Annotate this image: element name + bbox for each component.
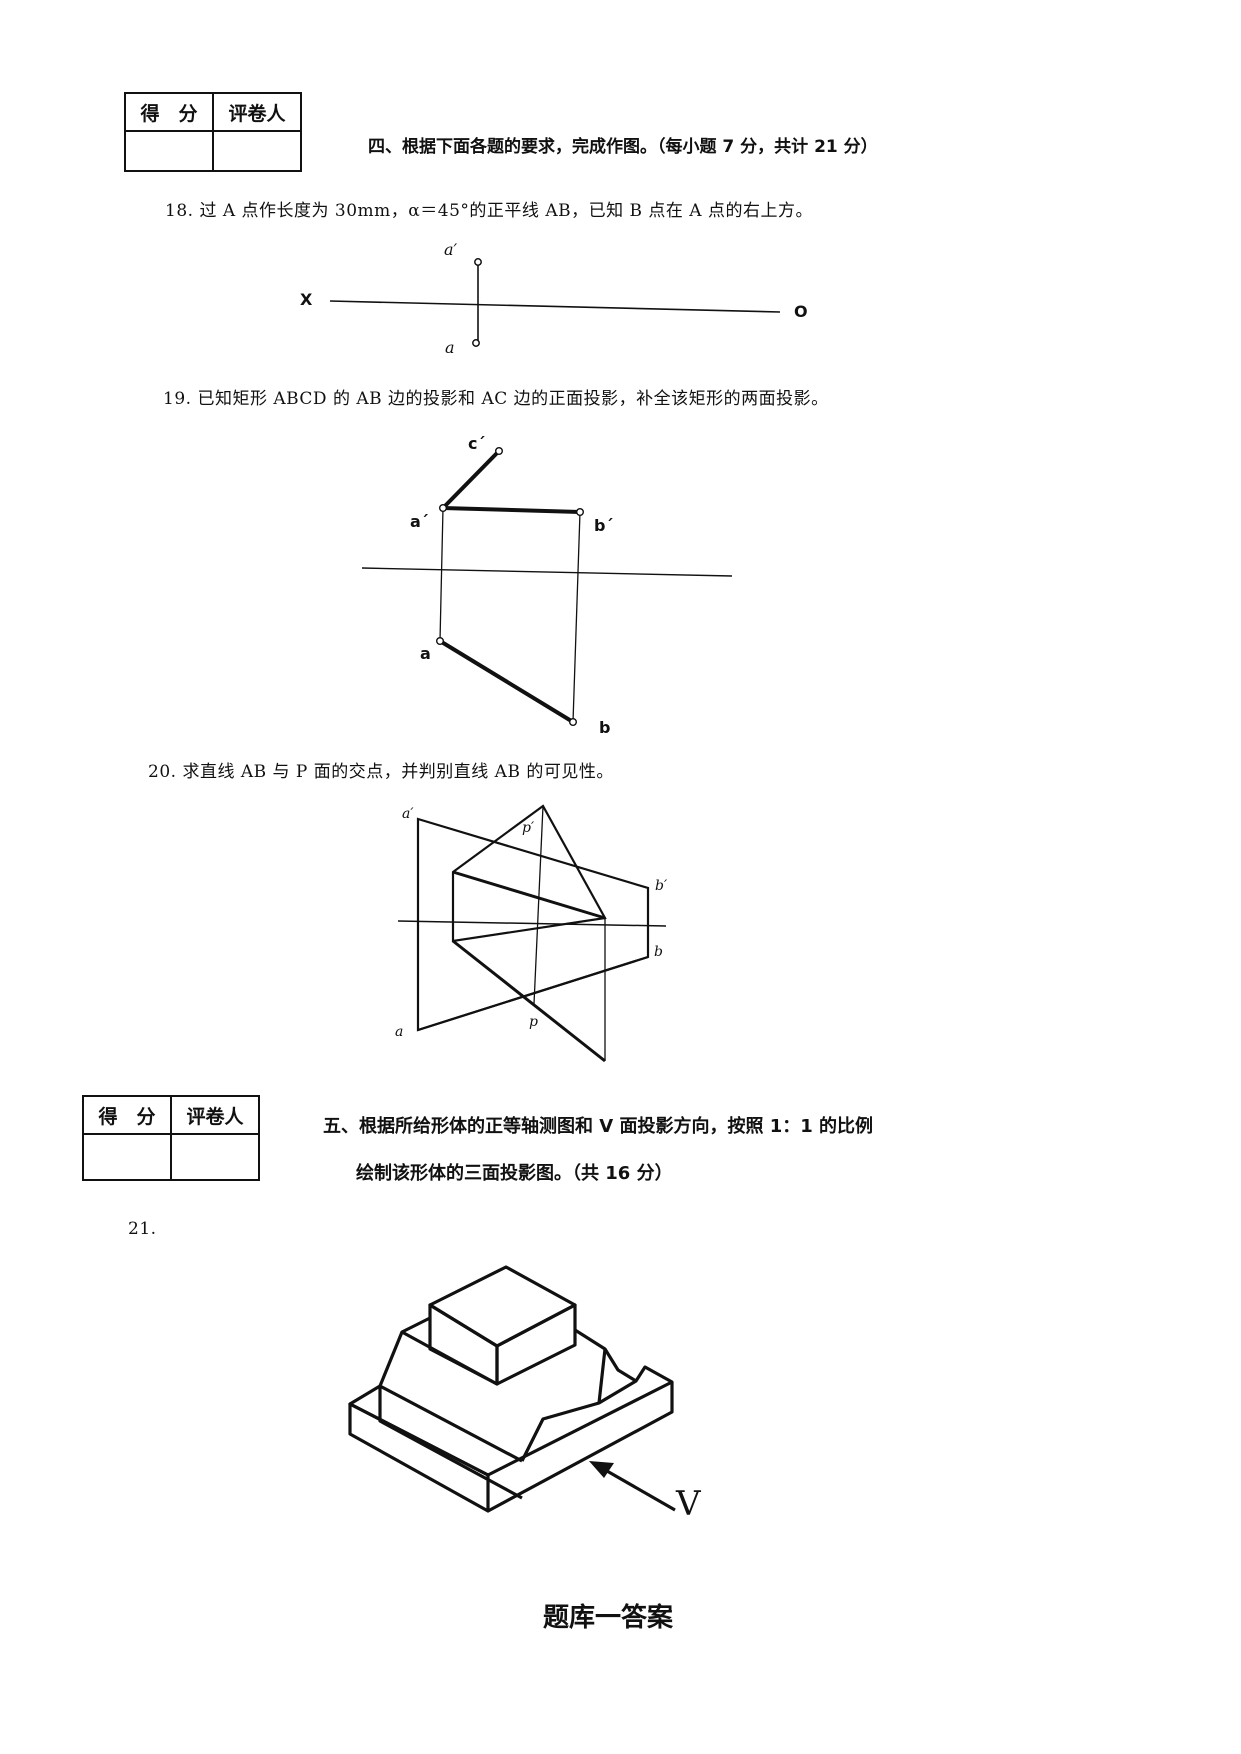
label-a: a <box>420 644 431 663</box>
axis-line <box>397 920 667 927</box>
step-front-edge <box>378 1386 523 1500</box>
line-ab-top <box>452 939 606 1063</box>
question-21-number: 21. <box>128 1219 157 1239</box>
label-c-prime: c´ <box>468 434 486 453</box>
link-b <box>572 511 581 723</box>
point-b <box>569 718 578 727</box>
grader-cell <box>170 1133 260 1181</box>
base-corner-edge <box>487 1380 673 1477</box>
label-x: X <box>300 290 313 309</box>
point-c-prime <box>495 447 504 456</box>
xo-axis-line <box>329 300 781 313</box>
grader-header: 评卷人 <box>170 1095 260 1135</box>
middle-step-slope <box>520 1348 607 1462</box>
v-direction-arrow-shaft <box>599 1465 676 1512</box>
label-b: b <box>654 944 663 960</box>
section-5-line-2: 绘制该形体的三面投影图。（共 16 分） <box>356 1163 673 1184</box>
line-ab-long <box>417 955 649 1032</box>
point-a <box>436 637 445 646</box>
axis-line <box>361 567 733 577</box>
label-a: a <box>445 338 455 357</box>
score-cell <box>124 130 214 172</box>
cube-right-face <box>495 1303 577 1386</box>
cube-front-face <box>428 1303 499 1386</box>
middle-tier-outline <box>378 1316 523 1463</box>
line-a-b-prime <box>442 506 581 514</box>
v-direction-arrowhead <box>589 1461 614 1478</box>
label-a-prime: a′ <box>402 806 414 822</box>
grader-header: 评卷人 <box>212 92 302 132</box>
label-o: O <box>794 302 808 321</box>
label-b: b <box>599 718 611 737</box>
point-a-prime <box>474 258 482 266</box>
base-front-face <box>348 1402 490 1513</box>
point-a <box>472 339 480 347</box>
question-19-text: 19. 已知矩形 ABCD 的 AB 边的投影和 AC 边的正面投影，补全该矩形… <box>163 389 829 409</box>
score-cell <box>82 1133 172 1181</box>
point-b-prime <box>576 508 585 517</box>
question-20-text: 20. 求直线 AB 与 P 面的交点，并判别直线 AB 的可见性。 <box>148 762 614 782</box>
score-table-1: 得 分 评卷人 <box>124 92 302 172</box>
label-a: a <box>395 1024 404 1040</box>
line-a-c-prime <box>441 449 501 510</box>
score-header: 得 分 <box>124 92 214 132</box>
cube-top-face <box>428 1265 577 1348</box>
line-a-b <box>438 639 575 724</box>
grader-cell <box>212 130 302 172</box>
middle-tier-top <box>401 1330 498 1386</box>
label-b-prime: b´ <box>594 516 614 535</box>
label-b-prime: b′ <box>655 878 668 894</box>
section-4-title: 四、根据下面各题的要求，完成作图。（每小题 7 分，共计 21 分） <box>368 137 878 157</box>
section-5-line-1: 五、根据所给形体的正等轴测图和 V 面投影方向，按照 1：1 的比例 <box>323 1116 874 1137</box>
footer-title: 题库一答案 <box>543 1603 674 1633</box>
question-18-text: 18. 过 A 点作长度为 30mm，α＝45°的正平线 AB，已知 B 点在 … <box>165 201 813 221</box>
label-p: p <box>529 1014 538 1030</box>
link-a <box>439 507 444 642</box>
label-a-prime: a′ <box>444 240 458 259</box>
link-p <box>533 805 544 1005</box>
point-a-prime <box>439 504 448 513</box>
base-right <box>487 1365 674 1513</box>
score-header: 得 分 <box>82 1095 172 1135</box>
score-table-2: 得 分 评卷人 <box>82 1095 260 1181</box>
v-direction-label: V <box>676 1484 701 1524</box>
line-ab-front <box>452 870 606 920</box>
label-p-prime: p′ <box>522 820 535 836</box>
middle-tier-right <box>574 1328 637 1383</box>
label-a-prime: a´ <box>410 512 429 531</box>
